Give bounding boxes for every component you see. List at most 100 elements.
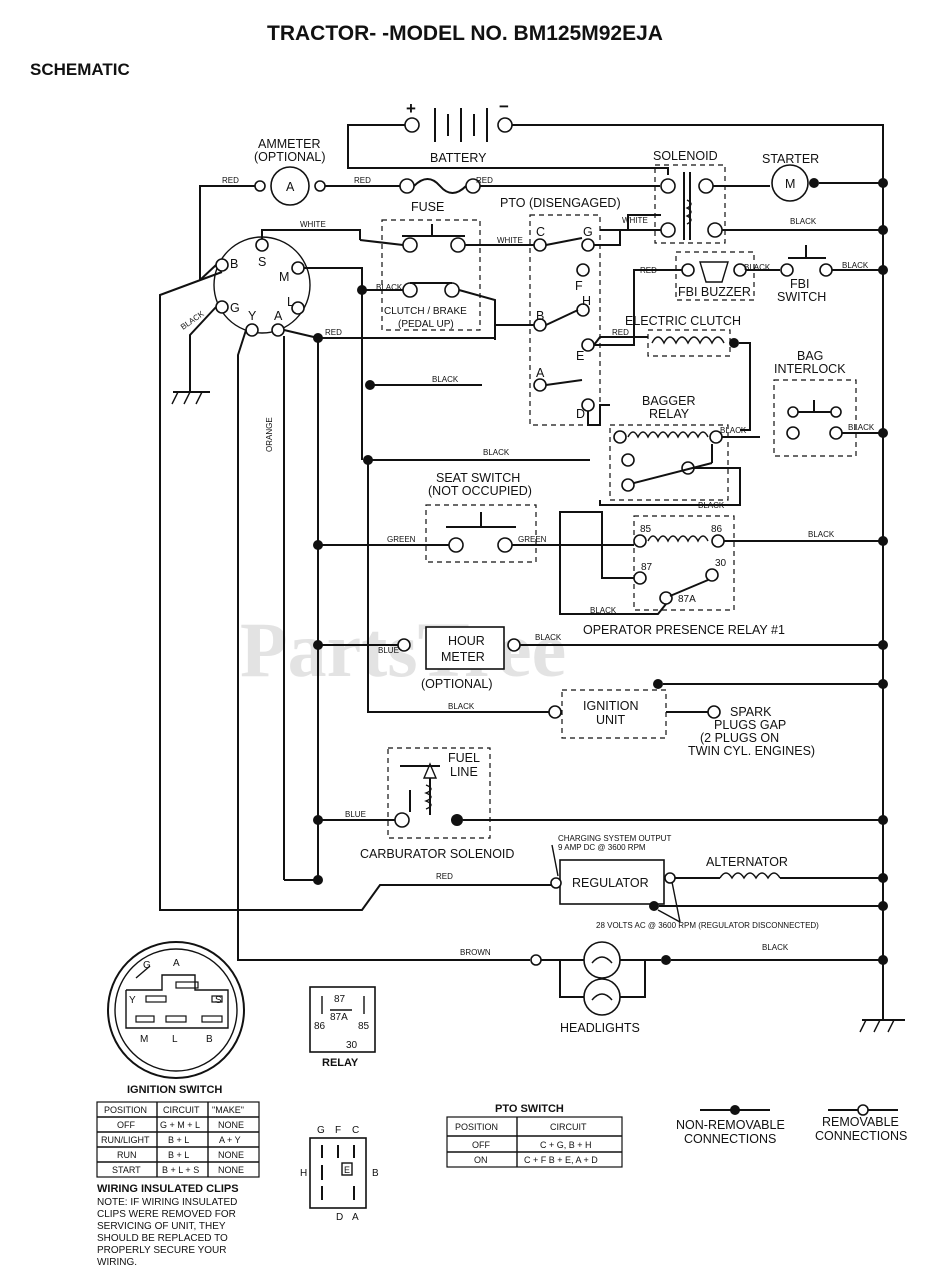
fbi-switch-label: FBI <box>790 277 809 291</box>
svg-text:SHOULD BE REPLACED TO: SHOULD BE REPLACED TO <box>97 1233 228 1244</box>
svg-text:BLACK: BLACK <box>744 263 771 272</box>
svg-text:A: A <box>536 366 545 380</box>
svg-text:WHITE: WHITE <box>300 220 326 229</box>
white-wire: WHITE <box>359 214 661 246</box>
svg-text:OFF: OFF <box>472 1140 490 1150</box>
svg-text:87: 87 <box>641 562 653 573</box>
svg-text:BLACK: BLACK <box>179 309 206 332</box>
svg-text:B + L + S: B + L + S <box>162 1165 199 1175</box>
ammeter-optional: (OPTIONAL) <box>254 150 326 164</box>
svg-text:PROPERLY SECURE YOUR: PROPERLY SECURE YOUR <box>97 1245 226 1256</box>
relay-title: RELAY <box>322 1057 359 1069</box>
hour-meter-optional: (OPTIONAL) <box>421 677 493 691</box>
svg-text:RED: RED <box>354 176 371 185</box>
svg-text:OFF: OFF <box>117 1120 135 1130</box>
spark-label-1: SPARK <box>730 705 772 719</box>
headlights: BLACK HEADLIGHTS <box>530 941 883 1035</box>
svg-text:D: D <box>336 1212 343 1223</box>
svg-text:G: G <box>317 1125 325 1136</box>
clutch-brake-switch: BLACK CLUTCH / BRAKE (PEDAL UP) WHITE <box>362 219 540 340</box>
svg-text:BLACK: BLACK <box>790 217 817 226</box>
svg-text:RED: RED <box>222 176 239 185</box>
svg-text:B: B <box>230 257 238 271</box>
connections-legend: NON-REMOVABLE CONNECTIONS REMOVABLE CONN… <box>676 1104 907 1146</box>
seat-switch: SEAT SWITCH (NOT OCCUPIED) GREEN GREEN <box>318 471 634 563</box>
svg-text:87A: 87A <box>678 594 696 605</box>
svg-text:NONE: NONE <box>218 1165 244 1175</box>
svg-text:G: G <box>143 960 151 971</box>
page-subtitle: SCHEMATIC <box>30 60 130 79</box>
hour-meter: HOUR METER (OPTIONAL) BLUE BLACK <box>318 626 883 691</box>
alternator-label: ALTERNATOR <box>706 855 788 869</box>
svg-text:BLACK: BLACK <box>848 423 875 432</box>
svg-text:H: H <box>300 1168 307 1179</box>
svg-text:POSITION: POSITION <box>104 1105 147 1115</box>
svg-text:GREEN: GREEN <box>518 535 547 544</box>
fbi-buzzer-label: FBI BUZZER <box>678 285 751 299</box>
svg-text:GREEN: GREEN <box>387 535 416 544</box>
ammeter: AMMETER (OPTIONAL) A RED RED <box>199 137 400 280</box>
bagger-relay: BAGGER RELAY BLACK BLACK BLACK <box>368 394 760 510</box>
svg-text:B: B <box>372 1168 379 1179</box>
charging-output-1: CHARGING SYSTEM OUTPUT <box>558 834 671 843</box>
svg-text:C + G, B + H: C + G, B + H <box>540 1140 592 1150</box>
ignition-unit-label-1: IGNITION <box>583 699 639 713</box>
svg-text:RED: RED <box>436 872 453 881</box>
svg-text:30: 30 <box>715 558 727 569</box>
svg-text:B: B <box>206 1034 213 1045</box>
svg-text:CLIPS WERE REMOVED FOR: CLIPS WERE REMOVED FOR <box>97 1209 236 1220</box>
svg-text:F: F <box>575 279 583 293</box>
svg-text:C: C <box>352 1125 359 1136</box>
svg-text:BLACK: BLACK <box>590 606 617 615</box>
svg-text:F: F <box>335 1125 341 1136</box>
svg-text:A: A <box>173 958 180 969</box>
svg-text:G: G <box>230 301 240 315</box>
electric-clutch: ELECTRIC CLUTCH RED <box>593 314 751 431</box>
svg-text:RED: RED <box>325 328 342 337</box>
ignition-key-diagram: G A Y S M L B <box>107 941 245 1079</box>
battery-minus: − <box>499 97 509 116</box>
svg-text:C: C <box>536 225 545 239</box>
pto-switch-table: PTO SWITCH POSITION CIRCUIT OFF C + G, B… <box>446 1103 623 1168</box>
svg-text:85: 85 <box>640 524 652 535</box>
svg-text:SWITCH: SWITCH <box>777 290 826 304</box>
svg-text:Y: Y <box>129 995 136 1006</box>
svg-text:TWIN CYL. ENGINES): TWIN CYL. ENGINES) <box>688 744 815 758</box>
svg-text:A: A <box>286 180 295 194</box>
svg-text:WIRING INSULATED CLIPS: WIRING INSULATED CLIPS <box>97 1183 239 1195</box>
svg-text:RED: RED <box>612 328 629 337</box>
pto-switch-title: PTO SWITCH <box>495 1103 564 1115</box>
svg-text:87: 87 <box>334 994 346 1005</box>
battery-label: BATTERY <box>430 151 487 165</box>
svg-text:A: A <box>352 1212 359 1223</box>
relay-pin-diagram: 87 87A 86 85 30 RELAY <box>309 986 376 1069</box>
svg-text:(PEDAL UP): (PEDAL UP) <box>398 319 454 330</box>
svg-text:H: H <box>582 294 591 308</box>
ignition-switch-title: IGNITION SWITCH <box>127 1084 222 1096</box>
volts-ac-label: 28 VOLTS AC @ 3600 RPM (REGULATOR DISCON… <box>596 921 819 930</box>
svg-text:BLACK: BLACK <box>483 448 510 457</box>
electric-clutch-label: ELECTRIC CLUTCH <box>625 314 741 328</box>
svg-text:START: START <box>112 1165 141 1175</box>
ground-bus <box>505 124 905 1033</box>
svg-text:CIRCUIT: CIRCUIT <box>550 1122 587 1132</box>
fuse: RED FUSE <box>399 176 660 214</box>
svg-text:86: 86 <box>314 1021 326 1032</box>
svg-text:WHITE: WHITE <box>497 236 523 245</box>
regulator-label: REGULATOR <box>572 876 649 890</box>
svg-text:CONNECTIONS: CONNECTIONS <box>815 1129 907 1143</box>
svg-text:D: D <box>576 407 585 421</box>
svg-text:(NOT OCCUPIED): (NOT OCCUPIED) <box>428 484 532 498</box>
hour-meter-label-1: HOUR <box>448 634 485 648</box>
fuse-label: FUSE <box>411 200 444 214</box>
ground-nodes <box>878 178 888 965</box>
battery: + − BATTERY <box>347 97 669 175</box>
bagger-relay-label-1: BAGGER <box>642 394 696 408</box>
starter-label: STARTER <box>762 152 819 166</box>
svg-text:BLACK: BLACK <box>432 375 459 384</box>
svg-text:RUN: RUN <box>117 1150 137 1160</box>
svg-text:L: L <box>172 1034 178 1045</box>
svg-text:NONE: NONE <box>218 1150 244 1160</box>
battery-plus: + <box>406 99 416 118</box>
svg-text:M: M <box>140 1034 148 1045</box>
